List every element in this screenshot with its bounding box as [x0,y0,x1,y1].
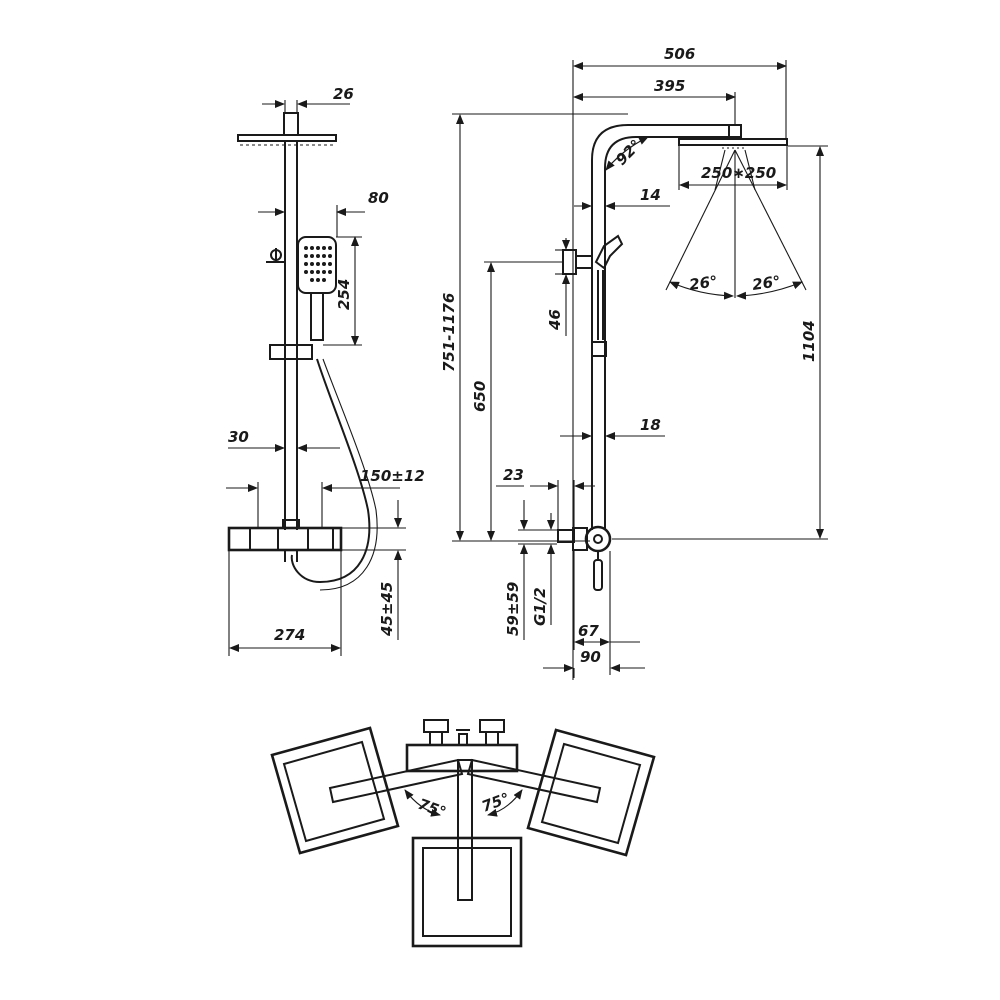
dim-eccentric-range: 59±59 [504,582,522,636]
side-riser-inner [604,136,738,530]
front-overhead-shower [237,112,337,146]
front-hose [290,358,371,584]
top-head-rotated-left [270,726,464,855]
dim-rail-width: 30 [228,428,249,446]
front-view [227,112,378,591]
side-thermostatic-valve [557,525,612,591]
dim-height-range: 751-1176 [440,293,458,372]
dim-rail-height: 650 [471,381,489,412]
dim-total-projection: 90 [580,648,601,666]
front-hand-shower [297,236,337,341]
dim-wall-gap: 23 [503,466,524,484]
front-dimensions: 26 80 254 30 150±12 45±45 274 [226,85,425,656]
side-view [557,60,807,680]
front-hose-outline [319,358,378,591]
dim-rotation-left: 75° [416,795,449,822]
dim-inlet-spacing: 150±12 [360,467,425,485]
dim-spray-angle-right: 26° [751,272,782,294]
dim-handshower-offset: 80 [368,189,389,207]
side-hand-shower [591,234,624,357]
top-head-center [411,759,523,948]
dim-valve-width: 274 [274,626,305,644]
dim-rotation-right: 75° [479,789,512,816]
side-riser-outer [591,124,738,530]
dim-pipe-diameter: 18 [640,416,661,434]
top-head-rotated-right [466,728,656,857]
dim-bracket-height: 46 [546,309,564,331]
dim-valve-depth: 45±45 [378,582,396,637]
dim-arm-reach: 395 [654,77,685,95]
dim-thread: G1/2 [531,587,549,626]
dim-valve-projection: 67 [578,622,599,640]
side-wall-bracket [562,249,593,275]
top-view: 75° 75° [270,719,656,948]
dim-head-size: 250∗250 [701,164,776,182]
spray-cone [665,149,807,300]
dim-overall-reach: 506 [664,45,695,63]
dim-overall-height: 1104 [800,320,818,362]
dim-front-head-width: 26 [333,85,354,103]
front-diverter-knob [266,248,284,263]
handshower-nozzle-dots [304,246,332,282]
front-thermostatic-valve [227,519,343,562]
dim-handshower-height: 254 [335,279,353,310]
top-valve-body [405,719,519,773]
dim-spray-angle-left: 26° [688,272,719,294]
side-dimensions: 506 395 92° 250∗250 14 26° 26° 751-1176 … [440,45,828,678]
dim-pipe-offset: 14 [640,186,661,204]
front-slide-bracket [269,344,313,360]
